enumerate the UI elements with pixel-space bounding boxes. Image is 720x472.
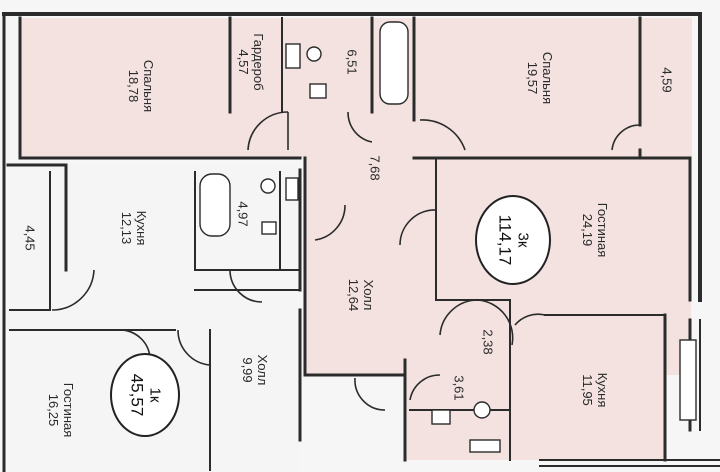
room-label-living-room-1: Гостиная 24,19 — [580, 202, 610, 258]
apartment-badge-1k: 1к 45,57 — [110, 353, 180, 437]
fill-3k-bottom — [405, 310, 665, 460]
room-label-balcony-2: 4,45 — [22, 225, 38, 251]
room-label-living-room-2: Гостиная 16,25 — [46, 382, 76, 438]
apartment-badge-3k-text: 3к 114,17 — [496, 214, 532, 266]
room-label-hall-1: Холл 12,64 — [346, 278, 376, 312]
room-label-kitchen-1: Кухня 11,95 — [580, 372, 610, 408]
room-label-bathroom-1: 6,51 — [344, 49, 360, 75]
room-label-bedroom-2: Спальня 19,57 — [525, 51, 555, 105]
fill-3k-top — [20, 18, 692, 158]
apartment-badge-1k-text: 1к 45,57 — [128, 373, 164, 417]
room-label-balcony-1: 4,59 — [659, 67, 675, 93]
room-label-bedroom-1: Спальня 18,78 — [126, 59, 156, 113]
room-label-wardrobe: Гардероб 4,57 — [236, 33, 266, 91]
room-label-kitchen-2: Кухня 12,13 — [119, 210, 149, 246]
room-label-bathroom-2: 3,61 — [451, 375, 467, 401]
apartment-badge-3k: 3к 114,17 — [475, 195, 551, 285]
room-label-wc-1: 2,38 — [480, 329, 496, 355]
room-label-bathroom-3: 4,97 — [235, 201, 251, 227]
room-label-hall-2: Холл 9,99 — [240, 354, 270, 386]
room-label-corridor-1: 7,68 — [367, 155, 383, 181]
